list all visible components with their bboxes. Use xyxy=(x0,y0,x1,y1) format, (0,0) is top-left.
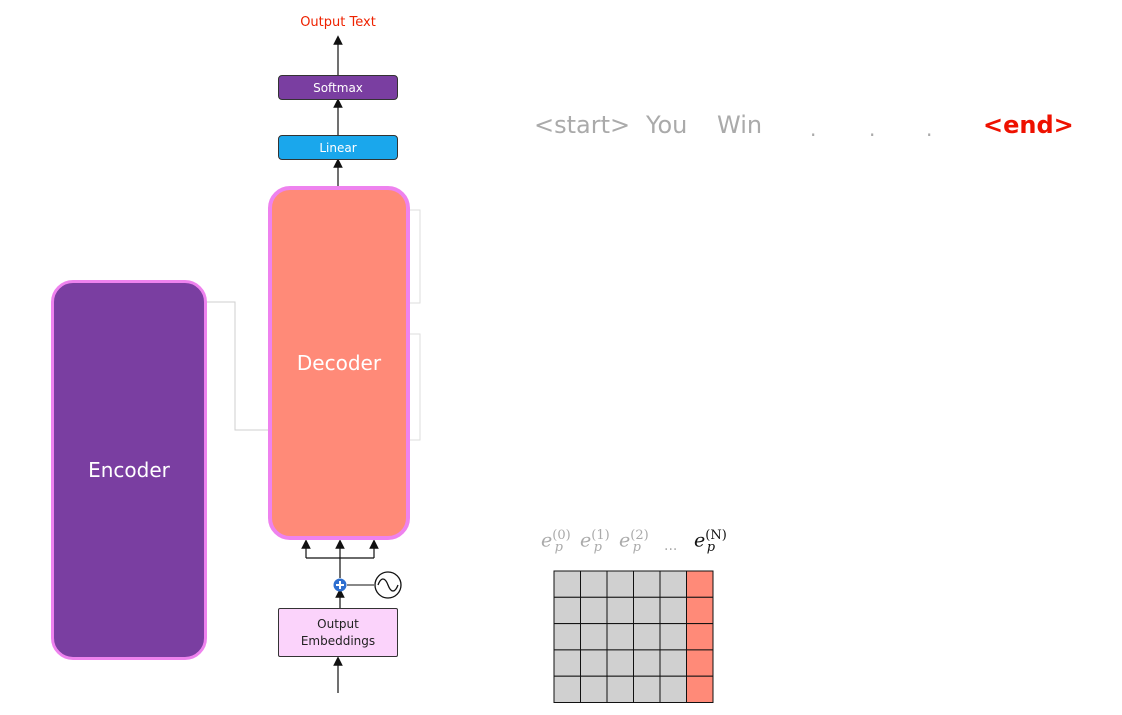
token-dot-2: . xyxy=(869,117,876,141)
matrix-cell xyxy=(659,649,687,677)
token-win: Win xyxy=(717,111,763,139)
embeddings-label-line1: Output xyxy=(317,616,359,631)
encoder-label: Encoder xyxy=(88,458,170,482)
matrix-cell xyxy=(553,675,581,704)
matrix-cell xyxy=(633,570,661,598)
decoder-label: Decoder xyxy=(296,351,382,375)
matrix-cell-highlighted xyxy=(686,570,714,598)
embeddings-label-line2: Embeddings xyxy=(300,633,376,648)
matrix-cell xyxy=(633,649,661,677)
matrix-cell-highlighted xyxy=(686,623,714,651)
matrix-cell xyxy=(553,623,581,651)
matrix-cell xyxy=(553,596,581,625)
token-dot-1: . xyxy=(810,117,817,141)
decoder-block: Decoder xyxy=(268,186,410,540)
matrix-cell-highlighted xyxy=(686,649,714,677)
matrix-cell xyxy=(606,596,634,625)
token-you: You xyxy=(646,111,688,139)
matrix-cell xyxy=(606,675,634,704)
embedding-label-n: e(N)p xyxy=(694,528,727,556)
matrix-cell xyxy=(606,570,634,598)
linear-block: Linear xyxy=(278,135,398,160)
matrix-cell xyxy=(580,675,608,704)
add-operator-icon xyxy=(333,578,347,592)
decoder-side-bracket-bottom xyxy=(410,333,421,441)
softmax-block: Softmax xyxy=(278,75,398,100)
matrix-cell-highlighted xyxy=(686,596,714,625)
decoder-side-bracket-top xyxy=(410,209,421,304)
matrix-cell xyxy=(606,649,634,677)
output-text-label: Output Text xyxy=(300,15,376,30)
embedding-label-ellipsis: ... xyxy=(664,538,678,554)
matrix-cell xyxy=(659,675,687,704)
token-start: <start> xyxy=(534,111,631,139)
matrix-cell xyxy=(580,570,608,598)
token-dot-3: . xyxy=(926,117,933,141)
matrix-cell xyxy=(633,596,661,625)
embedding-label-2: e(2)p xyxy=(619,528,649,556)
matrix-cell xyxy=(580,596,608,625)
matrix-cell xyxy=(580,649,608,677)
matrix-cell-highlighted xyxy=(686,675,714,704)
matrix-cell xyxy=(606,623,634,651)
matrix-cell xyxy=(659,596,687,625)
encoder-decoder-connector xyxy=(207,301,268,431)
matrix-cell xyxy=(659,623,687,651)
matrix-cell xyxy=(633,675,661,704)
matrix-cell xyxy=(659,570,687,598)
matrix-cell xyxy=(553,649,581,677)
matrix-cell xyxy=(580,623,608,651)
positional-encoding-sine-icon xyxy=(374,571,402,599)
matrix-cell xyxy=(553,570,581,598)
embedding-matrix xyxy=(553,570,714,704)
encoder-block: Encoder xyxy=(51,280,207,660)
output-embeddings-block: Output Embeddings xyxy=(278,608,398,657)
embedding-label-1: e(1)p xyxy=(580,528,610,556)
matrix-cell xyxy=(633,623,661,651)
token-end: <end> xyxy=(983,111,1074,139)
embedding-label-0: e(0)p xyxy=(541,528,571,556)
